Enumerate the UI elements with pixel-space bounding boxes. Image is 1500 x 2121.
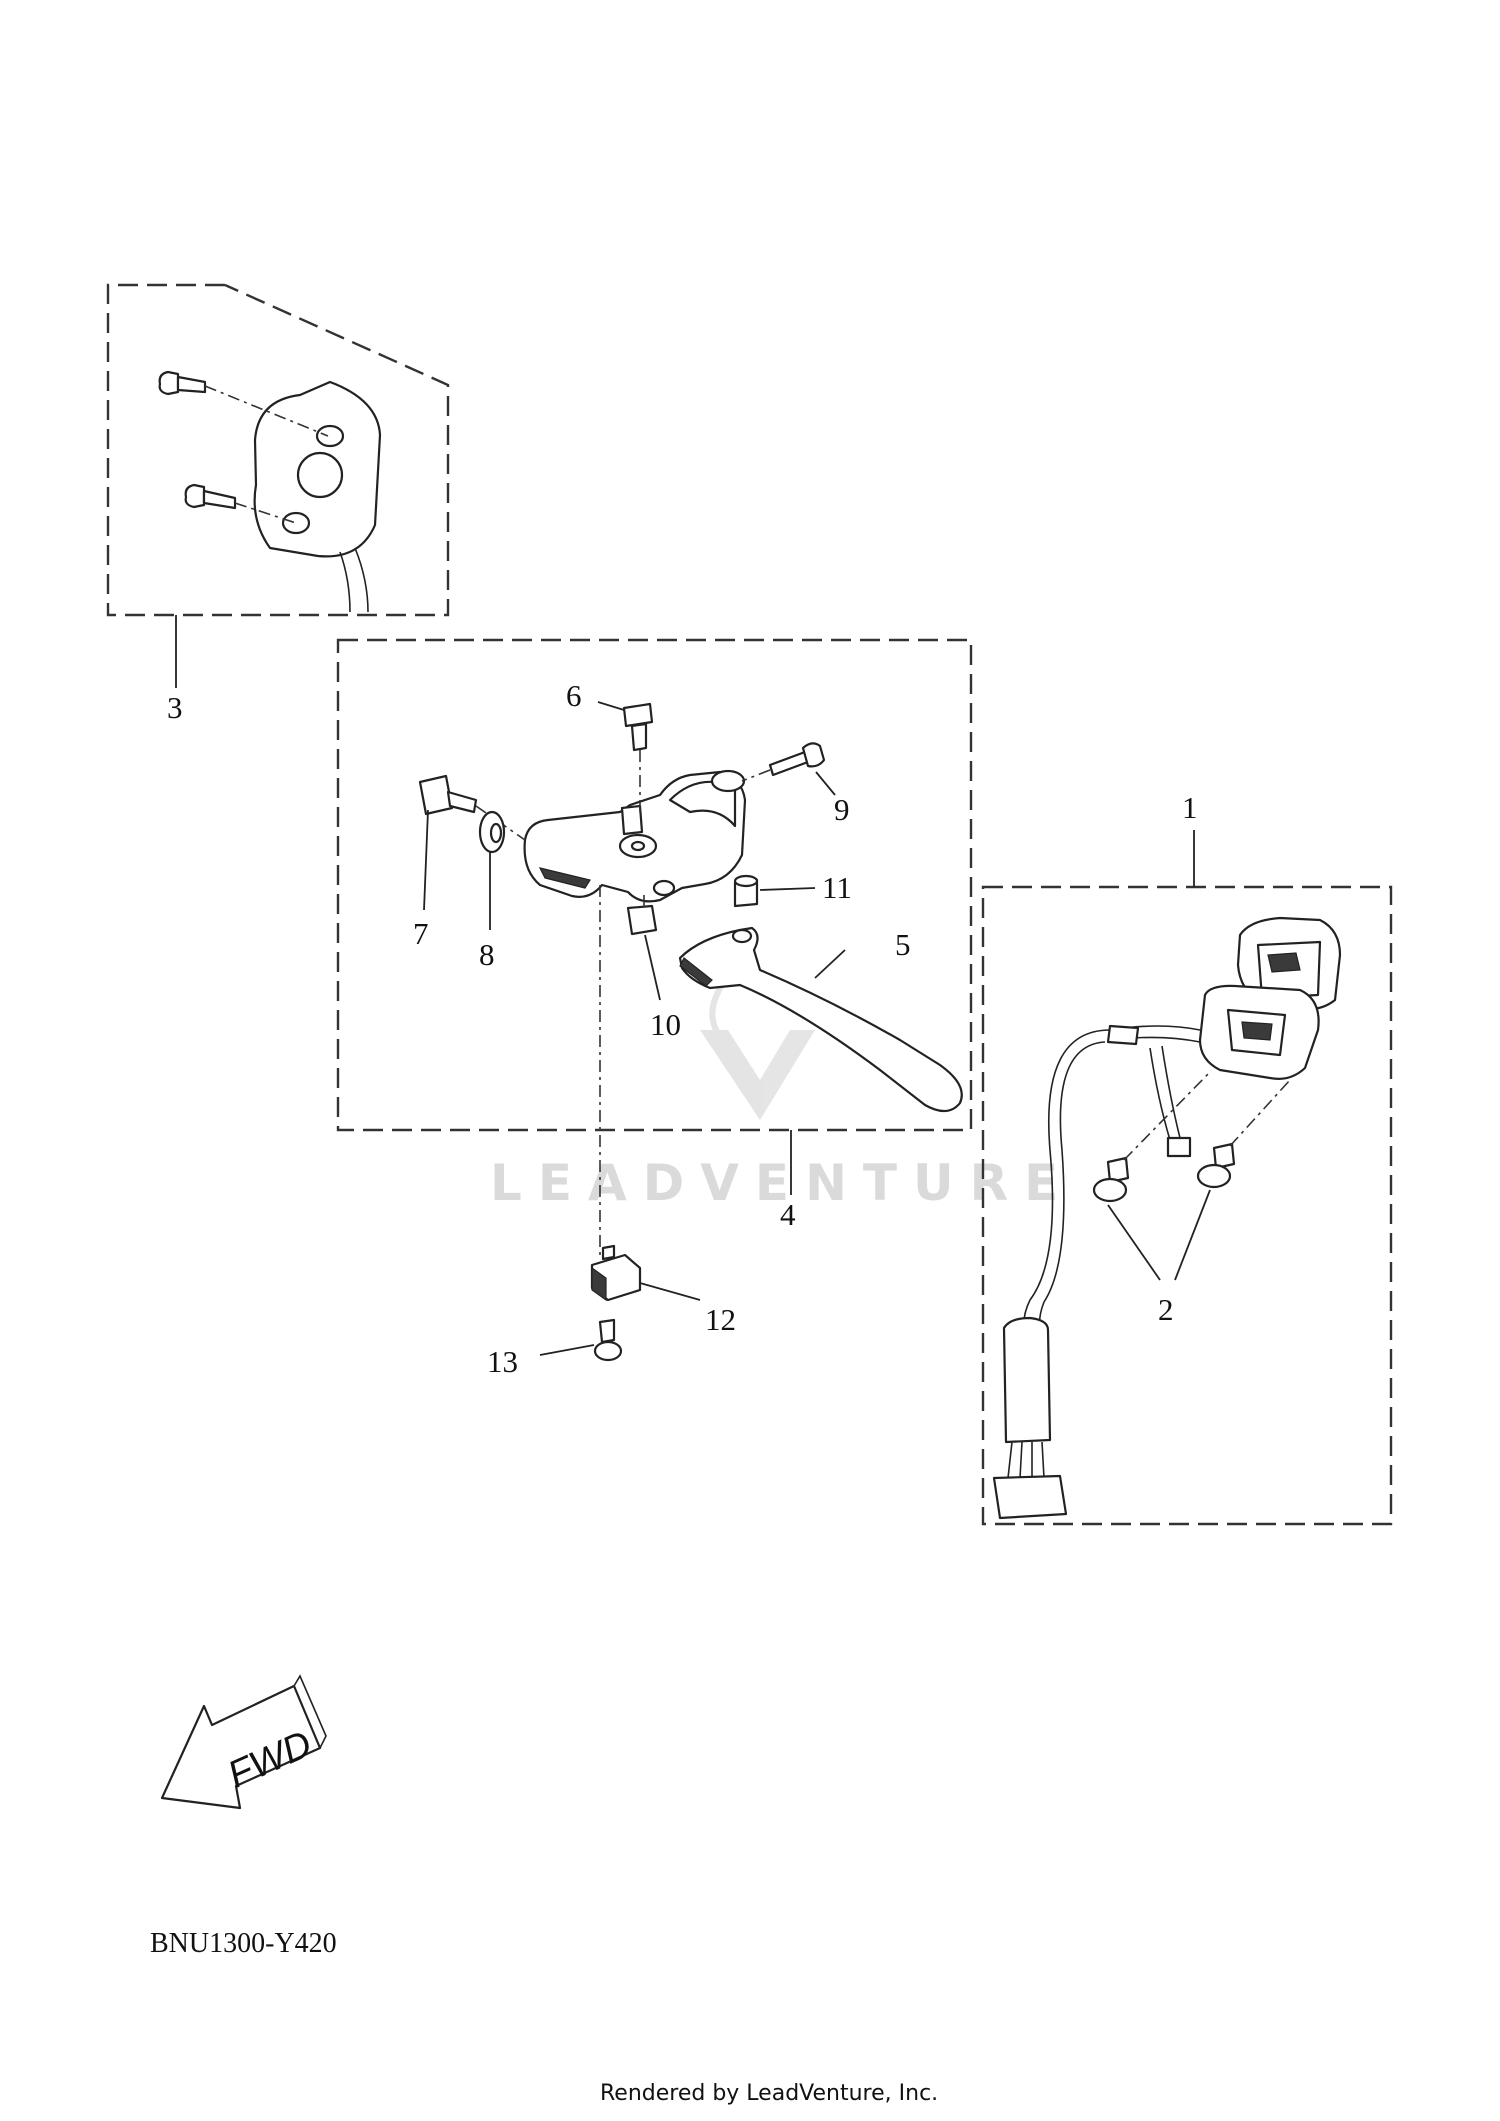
callout-6: 6: [566, 678, 582, 713]
callout-4: 4: [780, 1197, 796, 1232]
callout-9: 9: [834, 792, 850, 827]
callout-12: 12: [705, 1302, 736, 1337]
diagram-code: BNU1300-Y420: [150, 1928, 337, 1959]
callout-11: 11: [822, 870, 852, 905]
callout-3: 3: [167, 690, 183, 725]
watermark: LEADVENTURE: [490, 983, 1074, 1212]
callout-13: 13: [487, 1344, 518, 1379]
footer-credit: Rendered by LeadVenture, Inc.: [600, 2081, 938, 2106]
callout-labels: 1 2 3 4 5 6 7 8 9 10 11 12 13: [167, 678, 1198, 1379]
part-12-switch: [590, 1244, 642, 1302]
callout-1: 1: [1182, 790, 1198, 825]
part-1-handlebar-switch: [992, 916, 1342, 1520]
part-13-screw: [593, 1318, 623, 1362]
part-4-lever-holder: [418, 702, 963, 1260]
watermark-text: LEADVENTURE: [490, 1154, 1074, 1212]
part-3-clamp: [158, 370, 382, 613]
callout-2: 2: [1158, 1292, 1174, 1327]
leader-lines: [423, 701, 1211, 1356]
fwd-arrow-icon: FWD: [160, 1674, 327, 1810]
group-box-part-1: [981, 885, 1393, 1526]
callout-5: 5: [895, 927, 911, 962]
group-box-part-3: [106, 283, 450, 617]
callout-10: 10: [650, 1007, 681, 1042]
callout-8: 8: [479, 937, 495, 972]
group-box-part-4: [336, 638, 973, 1132]
callout-7: 7: [413, 916, 429, 951]
